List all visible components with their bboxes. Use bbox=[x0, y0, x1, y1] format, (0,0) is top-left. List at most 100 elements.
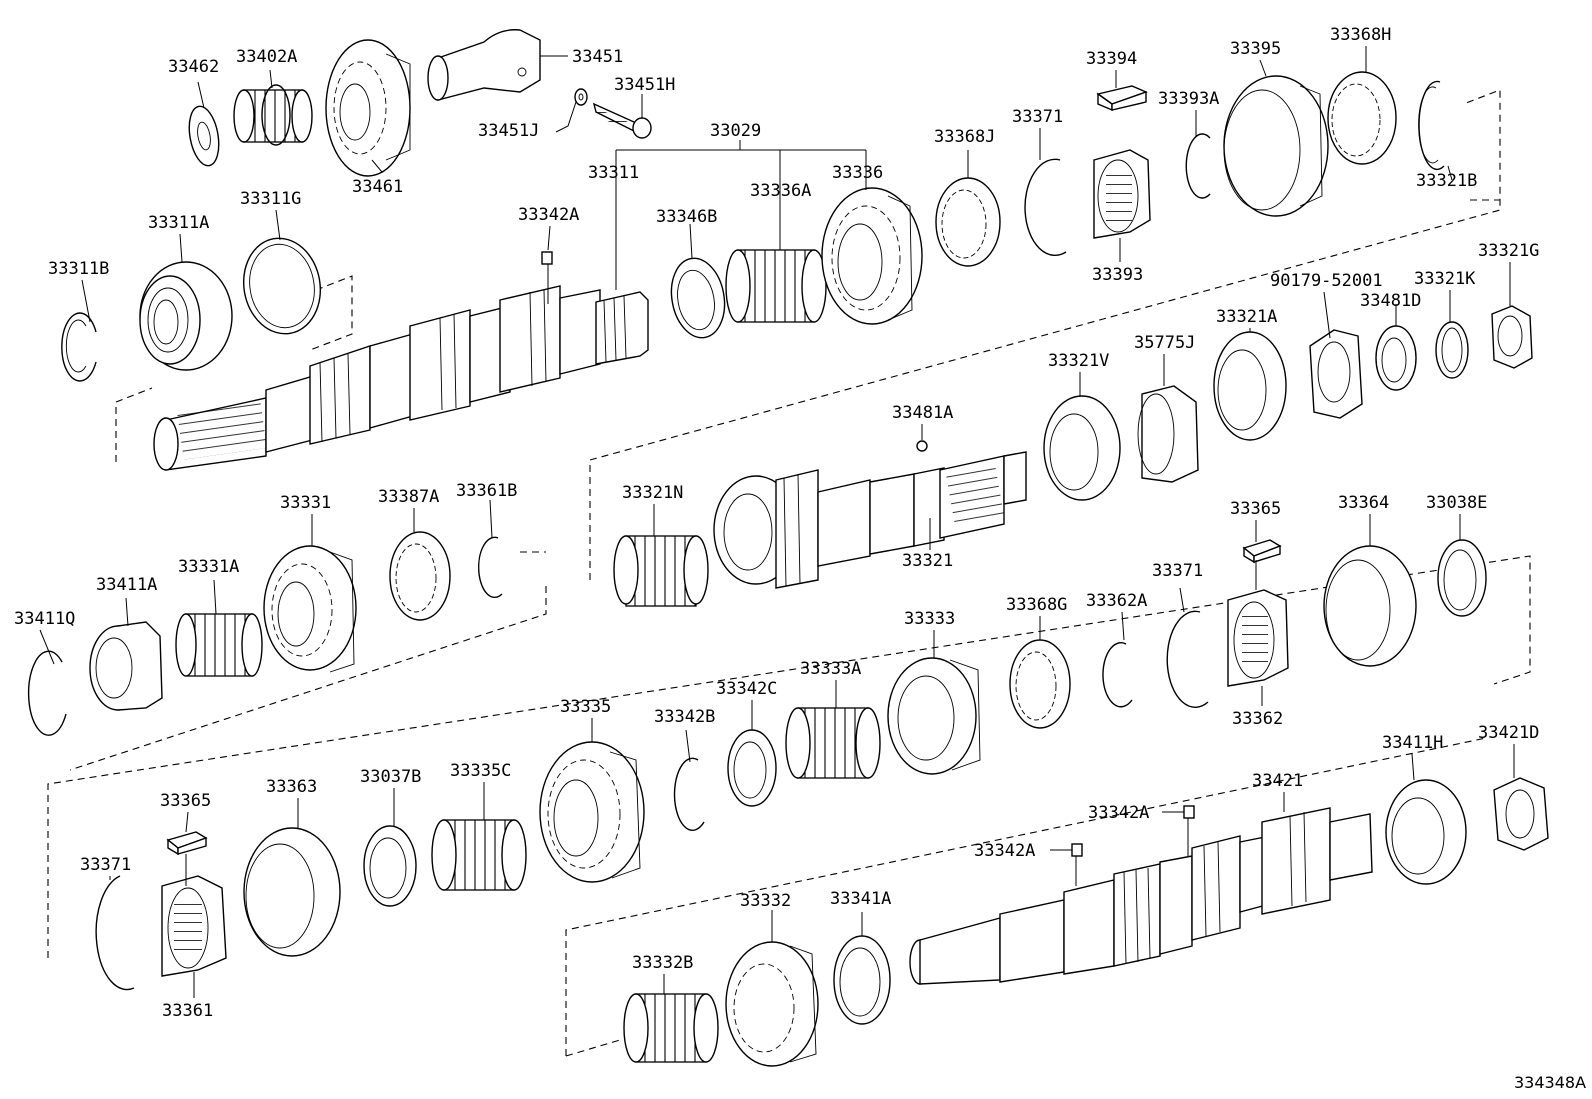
clutch-hub-33362 bbox=[1227, 589, 1289, 687]
part-label-33311[interactable]: 33311 bbox=[588, 163, 639, 183]
part-label-33321B[interactable]: 33321B bbox=[1416, 171, 1477, 191]
part-label-33451J[interactable]: 33451J bbox=[478, 121, 539, 141]
needle-bearing-33321N bbox=[613, 535, 709, 607]
part-label-33371-row1[interactable]: 33371 bbox=[1012, 107, 1063, 127]
part-label-33342C[interactable]: 33342C bbox=[716, 679, 777, 699]
part-number-labels: 33462 33402A 33461 33451 33451H 33451J 3… bbox=[14, 25, 1586, 1092]
part-label-33332[interactable]: 33332 bbox=[740, 891, 791, 911]
part-label-33321N[interactable]: 33321N bbox=[622, 483, 683, 503]
spacer-33346B bbox=[670, 257, 726, 339]
part-label-33029[interactable]: 33029 bbox=[710, 121, 761, 141]
part-label-33364[interactable]: 33364 bbox=[1338, 493, 1389, 513]
pin-33342A-row1 bbox=[541, 251, 553, 265]
part-label-33341A[interactable]: 33341A bbox=[830, 889, 891, 909]
part-label-33336A[interactable]: 33336A bbox=[750, 181, 811, 201]
part-label-33421D[interactable]: 33421D bbox=[1478, 723, 1539, 743]
part-label-33395[interactable]: 33395 bbox=[1230, 39, 1281, 59]
part-label-33394[interactable]: 33394 bbox=[1086, 49, 1137, 69]
part-label-33368G[interactable]: 33368G bbox=[1006, 595, 1067, 615]
part-label-33333[interactable]: 33333 bbox=[904, 609, 955, 629]
snap-ring-33411Q bbox=[27, 650, 67, 736]
hub-sleeve-33395 bbox=[1223, 75, 1329, 217]
part-label-33311A[interactable]: 33311A bbox=[148, 213, 209, 233]
gear-33331 bbox=[263, 545, 357, 673]
part-label-90179-52001[interactable]: 90179-52001 bbox=[1270, 271, 1383, 291]
synchronizer-ring-33368J bbox=[935, 177, 1001, 267]
part-label-33335C[interactable]: 33335C bbox=[450, 761, 511, 781]
needle-bearing-33333A bbox=[785, 707, 881, 779]
part-label-33481A[interactable]: 33481A bbox=[892, 403, 953, 423]
part-label-33336[interactable]: 33336 bbox=[832, 163, 883, 183]
output-shaft-33321 bbox=[713, 451, 1027, 589]
part-label-33321G[interactable]: 33321G bbox=[1478, 241, 1539, 261]
part-label-33461[interactable]: 33461 bbox=[352, 177, 403, 197]
lock-washer-33462 bbox=[188, 105, 220, 167]
gear-33332 bbox=[725, 941, 819, 1067]
part-label-33331A[interactable]: 33331A bbox=[178, 557, 239, 577]
part-label-33333A[interactable]: 33333A bbox=[800, 659, 861, 679]
snap-ring-33311B bbox=[61, 312, 97, 382]
part-label-33332B[interactable]: 33332B bbox=[632, 953, 693, 973]
gear-33335 bbox=[539, 741, 645, 883]
snap-ring-33371-row4 bbox=[95, 875, 135, 991]
part-label-33411A[interactable]: 33411A bbox=[96, 575, 157, 595]
part-label-33342B[interactable]: 33342B bbox=[654, 707, 715, 727]
needle-bearing-33402A bbox=[233, 84, 313, 146]
gear-33336 bbox=[821, 187, 923, 325]
part-label-33371-row4[interactable]: 33371 bbox=[80, 855, 131, 875]
part-label-33387A[interactable]: 33387A bbox=[378, 487, 439, 507]
part-label-33321A[interactable]: 33321A bbox=[1216, 307, 1277, 327]
part-label-33342A-row5b[interactable]: 33342A bbox=[974, 841, 1035, 861]
part-label-33311G[interactable]: 33311G bbox=[240, 189, 301, 209]
part-label-33311B[interactable]: 33311B bbox=[48, 259, 109, 279]
part-label-33411H[interactable]: 33411H bbox=[1382, 733, 1443, 753]
part-label-33365-row3[interactable]: 33365 bbox=[1230, 499, 1281, 519]
part-label-33462[interactable]: 33462 bbox=[168, 57, 219, 77]
part-label-33361B[interactable]: 33361B bbox=[456, 481, 517, 501]
spacer-33342C bbox=[727, 729, 777, 807]
synchronizer-ring-33037B bbox=[363, 825, 417, 907]
snap-ring-33342B bbox=[673, 757, 705, 831]
input-shaft-33311 bbox=[153, 285, 649, 471]
part-label-33346B[interactable]: 33346B bbox=[656, 207, 717, 227]
part-label-33371-row3[interactable]: 33371 bbox=[1152, 561, 1203, 581]
part-label-33361[interactable]: 33361 bbox=[162, 1001, 213, 1021]
part-label-33321V[interactable]: 33321V bbox=[1048, 351, 1109, 371]
part-label-33421[interactable]: 33421 bbox=[1252, 771, 1303, 791]
part-label-33362[interactable]: 33362 bbox=[1232, 709, 1283, 729]
bolt-33451H bbox=[592, 102, 652, 139]
bearing-33411A bbox=[89, 621, 163, 711]
snap-ring-33362A bbox=[1102, 642, 1133, 708]
part-label-33363[interactable]: 33363 bbox=[266, 777, 317, 797]
part-label-33411Q[interactable]: 33411Q bbox=[14, 609, 75, 629]
part-label-33393[interactable]: 33393 bbox=[1092, 265, 1143, 285]
needle-bearing-33332B bbox=[623, 993, 719, 1063]
needle-bearing-33336A bbox=[725, 249, 827, 323]
part-label-33481D[interactable]: 33481D bbox=[1360, 291, 1421, 311]
part-label-33342A-row5a[interactable]: 33342A bbox=[1088, 803, 1149, 823]
part-label-33365-row4[interactable]: 33365 bbox=[160, 791, 211, 811]
part-label-33393A[interactable]: 33393A bbox=[1158, 89, 1219, 109]
part-label-33321[interactable]: 33321 bbox=[902, 551, 953, 571]
bearing-33321V bbox=[1043, 395, 1121, 501]
part-label-33402A[interactable]: 33402A bbox=[236, 47, 297, 67]
gear-33461 bbox=[325, 39, 411, 177]
part-label-33321K[interactable]: 33321K bbox=[1414, 269, 1476, 289]
hub-sleeve-33364 bbox=[1323, 545, 1417, 667]
part-label-33368H[interactable]: 33368H bbox=[1330, 25, 1391, 45]
part-label-33362A[interactable]: 33362A bbox=[1086, 591, 1147, 611]
needle-bearing-33331A bbox=[175, 613, 263, 677]
part-label-33451H[interactable]: 33451H bbox=[614, 75, 675, 95]
part-label-33335[interactable]: 33335 bbox=[560, 697, 611, 717]
nut-33421D bbox=[1493, 777, 1549, 851]
part-label-33451[interactable]: 33451 bbox=[572, 47, 623, 67]
part-label-33368J[interactable]: 33368J bbox=[934, 127, 995, 147]
part-label-35775J[interactable]: 35775J bbox=[1134, 333, 1195, 353]
part-label-33342A-row1[interactable]: 33342A bbox=[518, 205, 579, 225]
part-label-33038E[interactable]: 33038E bbox=[1426, 493, 1487, 513]
part-label-33037B[interactable]: 33037B bbox=[360, 767, 421, 787]
clutch-hub-33393 bbox=[1093, 149, 1151, 239]
ball-33481A bbox=[916, 440, 928, 452]
part-label-33331[interactable]: 33331 bbox=[280, 493, 331, 513]
shifting-key-33365-row3 bbox=[1242, 539, 1282, 564]
